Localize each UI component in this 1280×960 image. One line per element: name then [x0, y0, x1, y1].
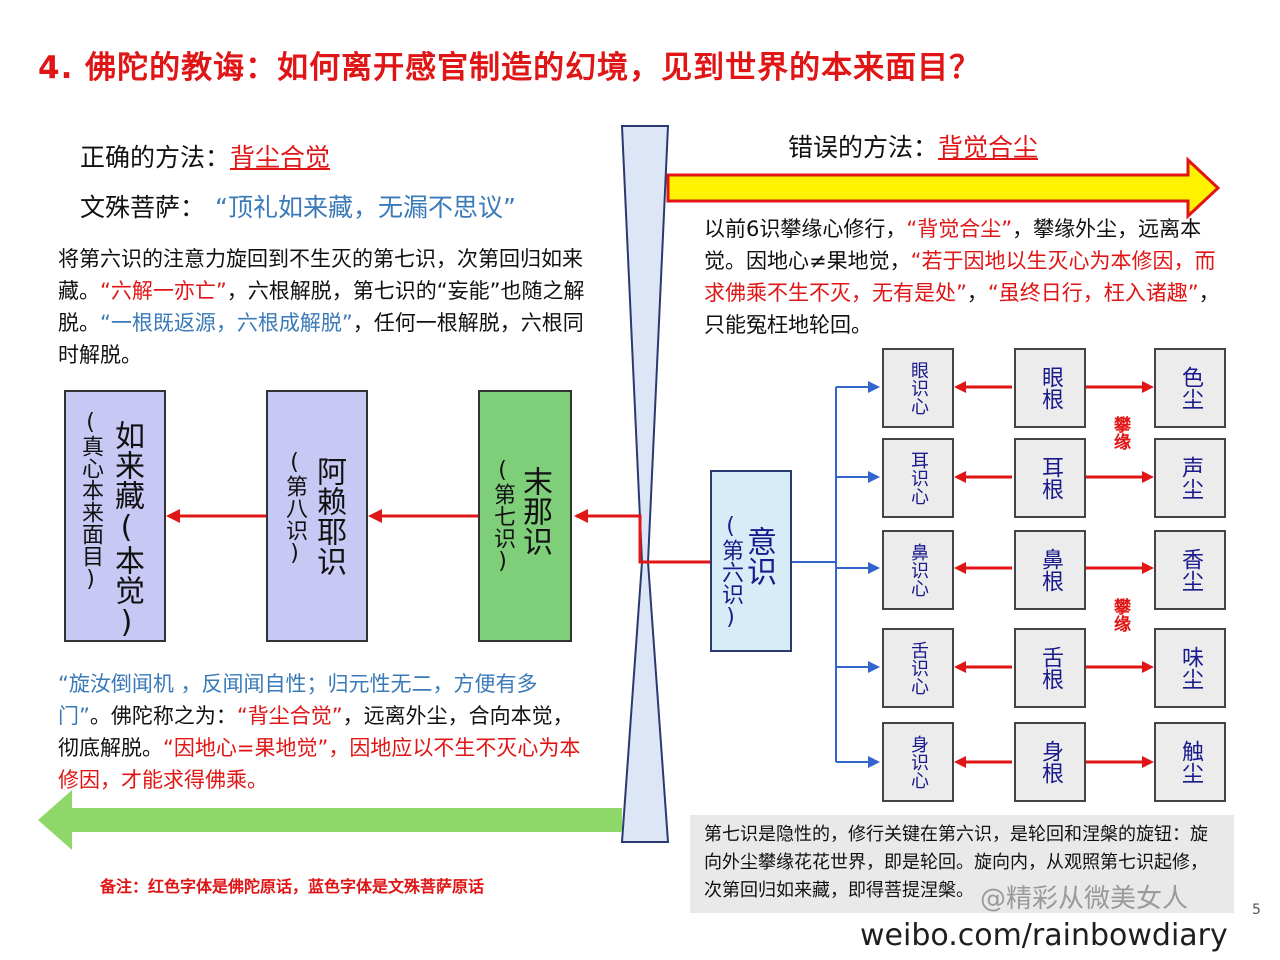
mona-box: 末那识 (第七识): [478, 390, 572, 642]
mona-sub: (第七识): [490, 458, 515, 574]
chen-node-tongue: 味尘: [1154, 628, 1226, 708]
yishi-label: 意识: [741, 526, 776, 586]
connector-yishi-to-mona: [576, 514, 710, 564]
gen-label: 舌根: [1038, 646, 1063, 690]
page-title: 4. 佛陀的教诲：如何离开感官制造的幻境，见到世界的本来面目？: [38, 50, 982, 86]
text-run: “虽终日行，枉入诸趣”: [987, 281, 1199, 305]
weibo-handle-watermark: @精彩从微美女人: [980, 884, 1189, 914]
text-run: “六解一亦亡”: [100, 279, 227, 303]
rulaizang-box: 如来藏(本觉) (真心本来面目): [64, 390, 166, 642]
note-box: 第七识是隐性的，修行关键在第六识，是轮回和涅槃的旋钮：旋向外尘攀缘花花世界，即是…: [690, 815, 1234, 913]
text-run: “因地心=果地觉”: [163, 736, 329, 760]
gen-node-nose: 鼻根: [1014, 530, 1086, 610]
chen-node-ear: 声尘: [1154, 438, 1226, 518]
gen-node-eye: 眼根: [1014, 348, 1086, 428]
text-run: “一根既返源，六根成解脱”: [100, 311, 353, 335]
left-paragraph-1: 将第六识的注意力旋回到不生灭的第七识，次第回归如来藏。“六解一亦亡”，六根解脱，…: [58, 243, 586, 371]
chen-node-body: 触尘: [1154, 722, 1226, 802]
url-watermark: weibo.com/rainbowdiary: [860, 918, 1228, 953]
text-run: ，六根解脱，第七识的“妄能”也随之解脱。: [58, 279, 585, 335]
chen-label: 香尘: [1178, 548, 1203, 592]
rulaizang-sub: (真心本来面目): [78, 410, 103, 592]
rulaizang-label: 如来藏(本觉): [109, 420, 144, 640]
xin-node-tongue: 舌识心: [882, 628, 954, 708]
alaya-sub: (第八识): [282, 450, 307, 566]
text-run: ，攀缘外尘，远离本觉。因地心≠果地觉，: [704, 217, 1202, 273]
manjusri-label: 文殊菩萨：: [80, 193, 206, 222]
chen-label: 声尘: [1178, 456, 1203, 500]
footnote: 备注：红色字体是佛陀原话，蓝色字体是文殊菩萨原话: [100, 877, 485, 896]
chen-label: 色尘: [1178, 366, 1203, 410]
outward-arrow: [666, 156, 1221, 220]
text-run: “若于因地以生灭心为本修因，而求佛乘不生不灭，无有是处”: [704, 249, 1216, 305]
chen-node-nose: 香尘: [1154, 530, 1226, 610]
inward-arrow-shape: [38, 790, 622, 850]
gen-label: 鼻根: [1038, 548, 1063, 592]
xin-node-eye: 眼识心: [882, 348, 954, 428]
gen-node-body: 身根: [1014, 722, 1086, 802]
correct-method-heading: 正确的方法：背尘合觉: [80, 138, 330, 174]
wrong-method-value: 背觉合尘: [938, 133, 1039, 162]
gen-label: 身根: [1038, 740, 1063, 784]
row-arrows: [964, 385, 1144, 764]
text-run: 将第六识的注意力旋回到不生灭的第七识，次第回归如来藏。: [58, 247, 583, 303]
manjusri-quote: “顶礼如来藏，无漏不思议”: [215, 193, 516, 222]
text-run: “背尘合觉”: [236, 704, 343, 728]
wrong-method-heading: 错误的方法：背觉合尘: [788, 128, 1038, 164]
xin-label: 舌识心: [908, 641, 929, 695]
yishi-sub: (第六识): [718, 514, 743, 630]
sense-consciousness-tree: [792, 386, 872, 763]
chen-label: 触尘: [1178, 740, 1203, 784]
correct-method-value: 背尘合觉: [230, 143, 331, 172]
wrong-method-label: 错误的方法：: [788, 133, 939, 162]
note-text: 第七识是隐性的，修行关键在第六识，是轮回和涅槃的旋钮：旋向外尘攀缘花花世界，即是…: [704, 824, 1208, 901]
text-run: “旋汝倒闻机 ，反闻闻自性；归元性无二，方便有多门”: [58, 672, 538, 728]
panyuan-label-1: 攀缘: [1110, 416, 1130, 450]
chen-label: 味尘: [1178, 646, 1203, 690]
gen-label: 眼根: [1038, 366, 1063, 410]
xin-node-body: 身识心: [882, 722, 954, 802]
alaya-box: 阿赖耶识 (第八识): [266, 390, 368, 642]
right-paragraph: 以前6识攀缘心修行，“背觉合尘”，攀缘外尘，远离本觉。因地心≠果地觉，“若于因地…: [704, 213, 1234, 341]
text-run: 。佛陀称之为：: [89, 704, 237, 728]
gen-label: 耳根: [1038, 456, 1063, 500]
chen-node-eye: 色尘: [1154, 348, 1226, 428]
xin-label: 眼识心: [908, 361, 929, 415]
correct-method-label: 正确的方法：: [80, 143, 231, 172]
page-number: 5: [1252, 902, 1261, 918]
panyuan-label-2: 攀缘: [1110, 598, 1130, 632]
text-run: 以前6识攀缘心修行，: [704, 217, 907, 241]
left-paragraph-2: “旋汝倒闻机 ，反闻闻自性；归元性无二，方便有多门”。佛陀称之为：“背尘合觉”，…: [58, 668, 588, 796]
xin-label: 鼻识心: [908, 543, 929, 597]
text-run: ，远离外尘，合向本觉，彻底解脱。: [58, 704, 574, 760]
yishi-box: 意识 (第六识): [710, 470, 792, 652]
text-run: ，只能冤枉地轮回。: [704, 281, 1220, 337]
text-run: ，任何一根解脱，六根同时解脱。: [58, 311, 584, 367]
xin-label: 身识心: [908, 735, 929, 789]
text-run: ，: [966, 281, 988, 305]
manjusri-heading: 文殊菩萨： “顶礼如来藏，无漏不思议”: [80, 188, 516, 224]
alaya-label: 阿赖耶识: [311, 456, 346, 576]
xin-node-ear: 耳识心: [882, 438, 954, 518]
text-run: “背觉合尘”: [906, 217, 1013, 241]
text-run: ，因地应以不生不灭心为本修因，才能求得佛乘。: [58, 736, 581, 792]
xin-node-nose: 鼻识心: [882, 530, 954, 610]
xin-label: 耳识心: [908, 451, 929, 505]
mona-label: 末那识: [517, 466, 552, 556]
gen-node-ear: 耳根: [1014, 438, 1086, 518]
gen-node-tongue: 舌根: [1014, 628, 1086, 708]
hourglass-divider: [620, 125, 670, 843]
